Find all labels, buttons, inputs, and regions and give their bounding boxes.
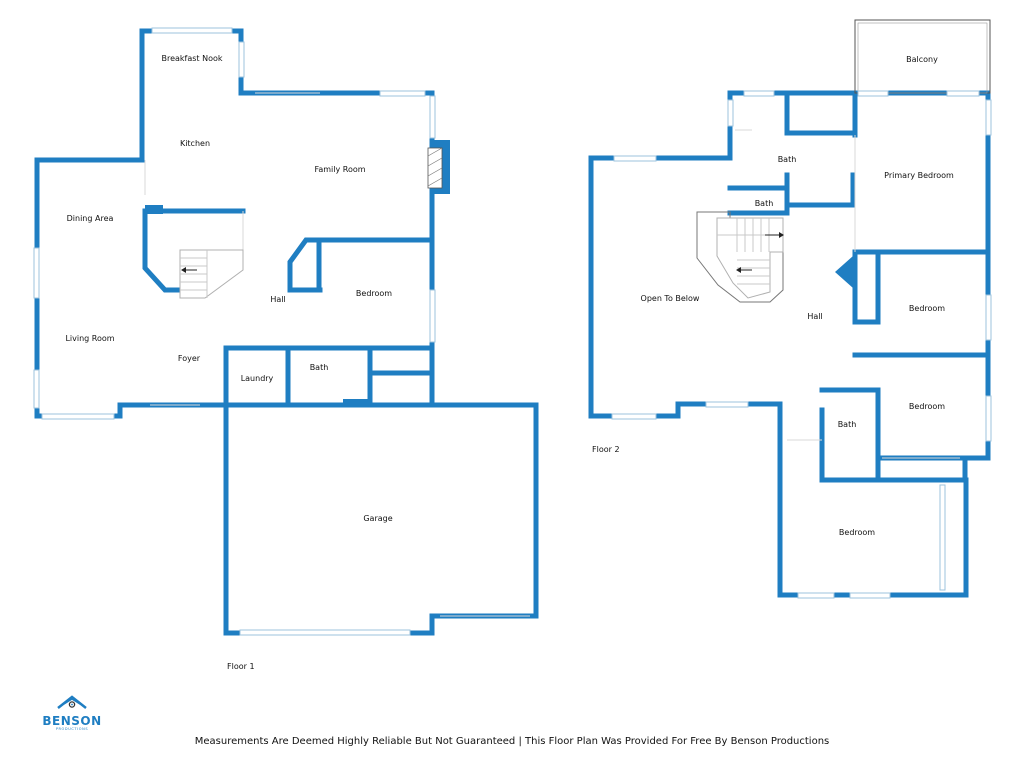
room-label-bedroom: Bedroom xyxy=(356,289,392,298)
house-icon xyxy=(57,695,87,709)
room-label-bath-small: Bath xyxy=(755,199,774,208)
room-label-bedroom-a: Bedroom xyxy=(909,304,945,313)
floor-1-walls xyxy=(34,28,539,636)
logo-subtitle: PRODUCTIONS xyxy=(55,727,89,731)
room-label-bedroom-c: Bedroom xyxy=(839,528,875,537)
room-label-primary-bedroom: Primary Bedroom xyxy=(884,171,954,180)
floor-1-labels: Breakfast Nook Kitchen Family Room Dinin… xyxy=(65,54,392,671)
floor-2-stairs xyxy=(696,211,784,303)
balcony-railing xyxy=(854,19,991,94)
room-label-family-room: Family Room xyxy=(314,165,365,174)
floor-2-labels: Balcony Bath Bath Primary Bedroom Open T… xyxy=(592,55,954,537)
benson-logo: BENSON PRODUCTIONS xyxy=(40,694,104,731)
floor-2-label: Floor 2 xyxy=(592,445,620,454)
floor-2-walls xyxy=(588,90,991,598)
room-label-dining-area: Dining Area xyxy=(67,214,114,223)
room-label-living-room: Living Room xyxy=(65,334,114,343)
room-label-bath: Bath xyxy=(310,363,329,372)
room-label-hall: Hall xyxy=(270,295,285,304)
room-label-bath-upper: Bath xyxy=(778,155,797,164)
room-label-balcony: Balcony xyxy=(906,55,938,64)
fireplace-icon xyxy=(427,140,450,194)
floor-1-stairs xyxy=(179,249,244,299)
room-label-breakfast-nook: Breakfast Nook xyxy=(161,54,222,63)
room-label-laundry: Laundry xyxy=(241,374,274,383)
room-label-kitchen: Kitchen xyxy=(180,139,210,148)
disclaimer-text: Measurements Are Deemed Highly Reliable … xyxy=(194,736,830,747)
floor-2-windows xyxy=(611,90,992,599)
room-label-bedroom-b: Bedroom xyxy=(909,402,945,411)
room-label-open-to-below: Open To Below xyxy=(641,294,700,303)
floor-1-windows xyxy=(33,27,530,636)
room-label-garage: Garage xyxy=(363,514,392,523)
room-label-foyer: Foyer xyxy=(178,354,201,363)
room-label-hall-upper: Hall xyxy=(807,312,822,321)
logo-wordmark: BENSON xyxy=(42,714,102,728)
room-label-bath-lower: Bath xyxy=(838,420,857,429)
floor-1-label: Floor 1 xyxy=(227,662,255,671)
